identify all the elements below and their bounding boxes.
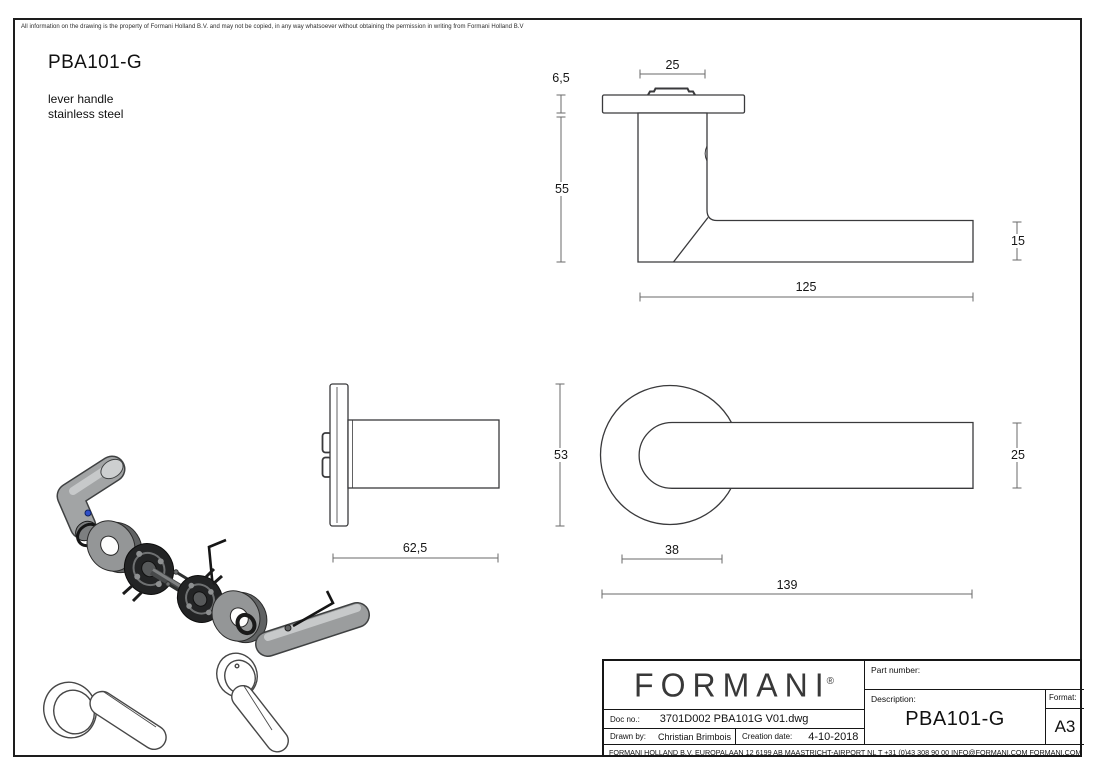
outline-handle-left bbox=[43, 681, 167, 751]
creation-date-cell: Creation date: 4-10-2018 bbox=[736, 729, 864, 744]
format-value: A3 bbox=[1054, 716, 1076, 736]
format-value-cell: A3 bbox=[1046, 709, 1084, 744]
spindle-cap-outline bbox=[647, 87, 696, 96]
product-code-title: PBA101-G bbox=[48, 52, 143, 73]
rose-edge-outline bbox=[329, 383, 349, 527]
side-view-drawing bbox=[601, 87, 974, 263]
dim-label-total-length: 139 bbox=[776, 578, 798, 592]
mount-rosette-right bbox=[176, 567, 224, 623]
grub-screw-gray bbox=[284, 624, 292, 632]
drawn-by-value: Christian Brimbois bbox=[658, 731, 732, 742]
description-label: Description: bbox=[871, 694, 916, 704]
creation-date-value: 4-10-2018 bbox=[808, 730, 859, 743]
drawn-by-row: Drawn by: Christian Brimbois Creation da… bbox=[604, 729, 865, 744]
dim-spindle-cap-width bbox=[639, 69, 706, 79]
title-block: FORMANI® Doc no.: 3701D002 PBA101G V01.d… bbox=[602, 659, 1084, 759]
miter-line bbox=[672, 217, 709, 263]
doc-number-row: Doc no.: 3701D002 PBA101G V01.dwg bbox=[604, 710, 865, 729]
lever-outline bbox=[638, 421, 974, 489]
doc-number-label: Doc no.: bbox=[610, 714, 640, 724]
dim-rose-diameter bbox=[621, 554, 723, 564]
dim-label-rose-diameter: 38 bbox=[665, 543, 679, 557]
dim-label-neck-height: 55 bbox=[548, 182, 576, 196]
creation-date-label: Creation date: bbox=[742, 732, 793, 741]
formani-logo: FORMANI® bbox=[634, 666, 834, 704]
dim-label-lever-length: 125 bbox=[795, 280, 817, 294]
format-label: Format: bbox=[1049, 693, 1077, 702]
drawing-border bbox=[13, 18, 1082, 757]
dim-label-profile-depth: 62,5 bbox=[402, 541, 428, 555]
handle-body-outline bbox=[637, 112, 974, 263]
dim-label-lever-thickness: 15 bbox=[1004, 234, 1032, 248]
dim-label-lever-width: 25 bbox=[1004, 448, 1032, 462]
company-contact-line: FORMANI HOLLAND B.V. EUROPALAAN 12 6199 … bbox=[604, 744, 1084, 759]
neck-curve-detail bbox=[704, 145, 708, 162]
product-subtitle: lever handle stainless steel bbox=[48, 92, 123, 122]
part-number-label: Part number: bbox=[871, 665, 921, 675]
subtitle-line-2: stainless steel bbox=[48, 107, 124, 121]
rose-plate-outline bbox=[601, 94, 746, 114]
allen-key-upper bbox=[207, 538, 227, 590]
grub-screw-blue bbox=[84, 509, 92, 517]
subtitle-line-1: lever handle bbox=[48, 92, 114, 106]
dim-label-spindle-cap-width: 25 bbox=[665, 58, 680, 72]
drawn-by-cell: Drawn by: Christian Brimbois bbox=[604, 729, 736, 744]
part-number-cell: Part number: bbox=[865, 661, 1084, 690]
grip-barrel-outline bbox=[347, 419, 500, 489]
doc-number-value: 3701D002 PBA101G V01.dwg bbox=[659, 713, 809, 725]
drawn-by-label: Drawn by: bbox=[610, 732, 647, 741]
format-label-cell: Format: bbox=[1046, 690, 1084, 709]
description-cell: Description: PBA101-G bbox=[865, 690, 1046, 744]
exploded-view-drawing bbox=[43, 455, 370, 753]
dim-profile-depth bbox=[332, 553, 499, 563]
dim-label-rose-thickness: 6,5 bbox=[552, 71, 570, 85]
dim-lever-length bbox=[639, 292, 974, 302]
front-view-drawing bbox=[599, 384, 974, 526]
company-contact-text: FORMANI HOLLAND B.V. EUROPALAAN 12 6199 … bbox=[609, 747, 1082, 757]
exploded-handle-right bbox=[255, 602, 370, 657]
dim-total-length bbox=[601, 589, 973, 599]
formani-logo-text: FORMANI bbox=[634, 665, 831, 704]
profile-view-drawing bbox=[321, 383, 500, 527]
outline-handle-right bbox=[216, 652, 289, 753]
description-value: PBA101-G bbox=[905, 708, 1005, 730]
allen-key-lower bbox=[292, 590, 335, 628]
dim-rose-thickness bbox=[556, 94, 566, 114]
dim-label-profile-height: 53 bbox=[547, 448, 575, 462]
copyright-disclaimer: All information on the drawing is the pr… bbox=[21, 24, 524, 30]
o-ring bbox=[235, 612, 257, 636]
registered-mark: ® bbox=[826, 675, 834, 687]
formani-logo-cell: FORMANI® bbox=[604, 661, 865, 710]
